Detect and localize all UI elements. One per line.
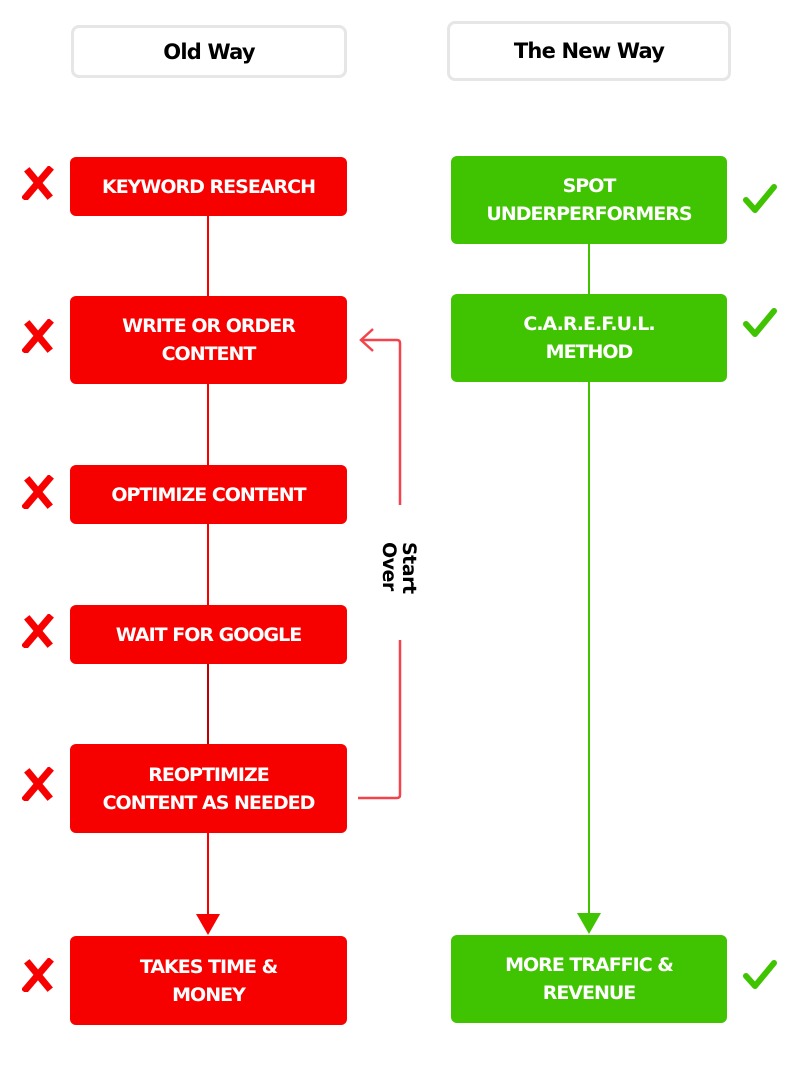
- start-over-label: Start Over: [378, 542, 420, 594]
- old-step-keyword-research: KEYWORD RESEARCH: [70, 157, 347, 216]
- cross-icon: [22, 958, 54, 992]
- old-step-wait-for-google: WAIT FOR GOOGLE: [70, 605, 347, 664]
- old-way-header: Old Way: [71, 25, 347, 78]
- new-step-spot-underperformers: SPOT UNDERPERFORMERS: [451, 156, 727, 244]
- new-step-careful-method: C.A.R.E.F.U.L. METHOD: [451, 294, 727, 382]
- new-result-traffic-revenue: MORE TRAFFIC & REVENUE: [451, 935, 727, 1023]
- new-arrowhead: [577, 913, 601, 934]
- new-way-header: The New Way: [447, 21, 731, 81]
- cross-icon: [22, 767, 54, 801]
- start-over-loop-upper: [362, 338, 402, 505]
- cross-icon: [22, 475, 54, 509]
- old-result-time-money: TAKES TIME & MONEY: [70, 936, 347, 1025]
- cross-icon: [22, 614, 54, 648]
- start-over-loop-lower: [358, 640, 402, 800]
- checkmark-icon: [743, 308, 777, 337]
- old-step-reoptimize: REOPTIMIZE CONTENT AS NEEDED: [70, 744, 347, 833]
- old-arrowhead: [196, 914, 220, 935]
- checkmark-icon: [743, 184, 777, 213]
- cross-icon: [22, 319, 54, 353]
- old-step-optimize-content: OPTIMIZE CONTENT: [70, 465, 347, 524]
- old-step-write-content: WRITE OR ORDER CONTENT: [70, 296, 347, 384]
- checkmark-icon: [743, 960, 777, 989]
- cross-icon: [22, 166, 54, 200]
- start-over-arrowhead: [359, 328, 374, 352]
